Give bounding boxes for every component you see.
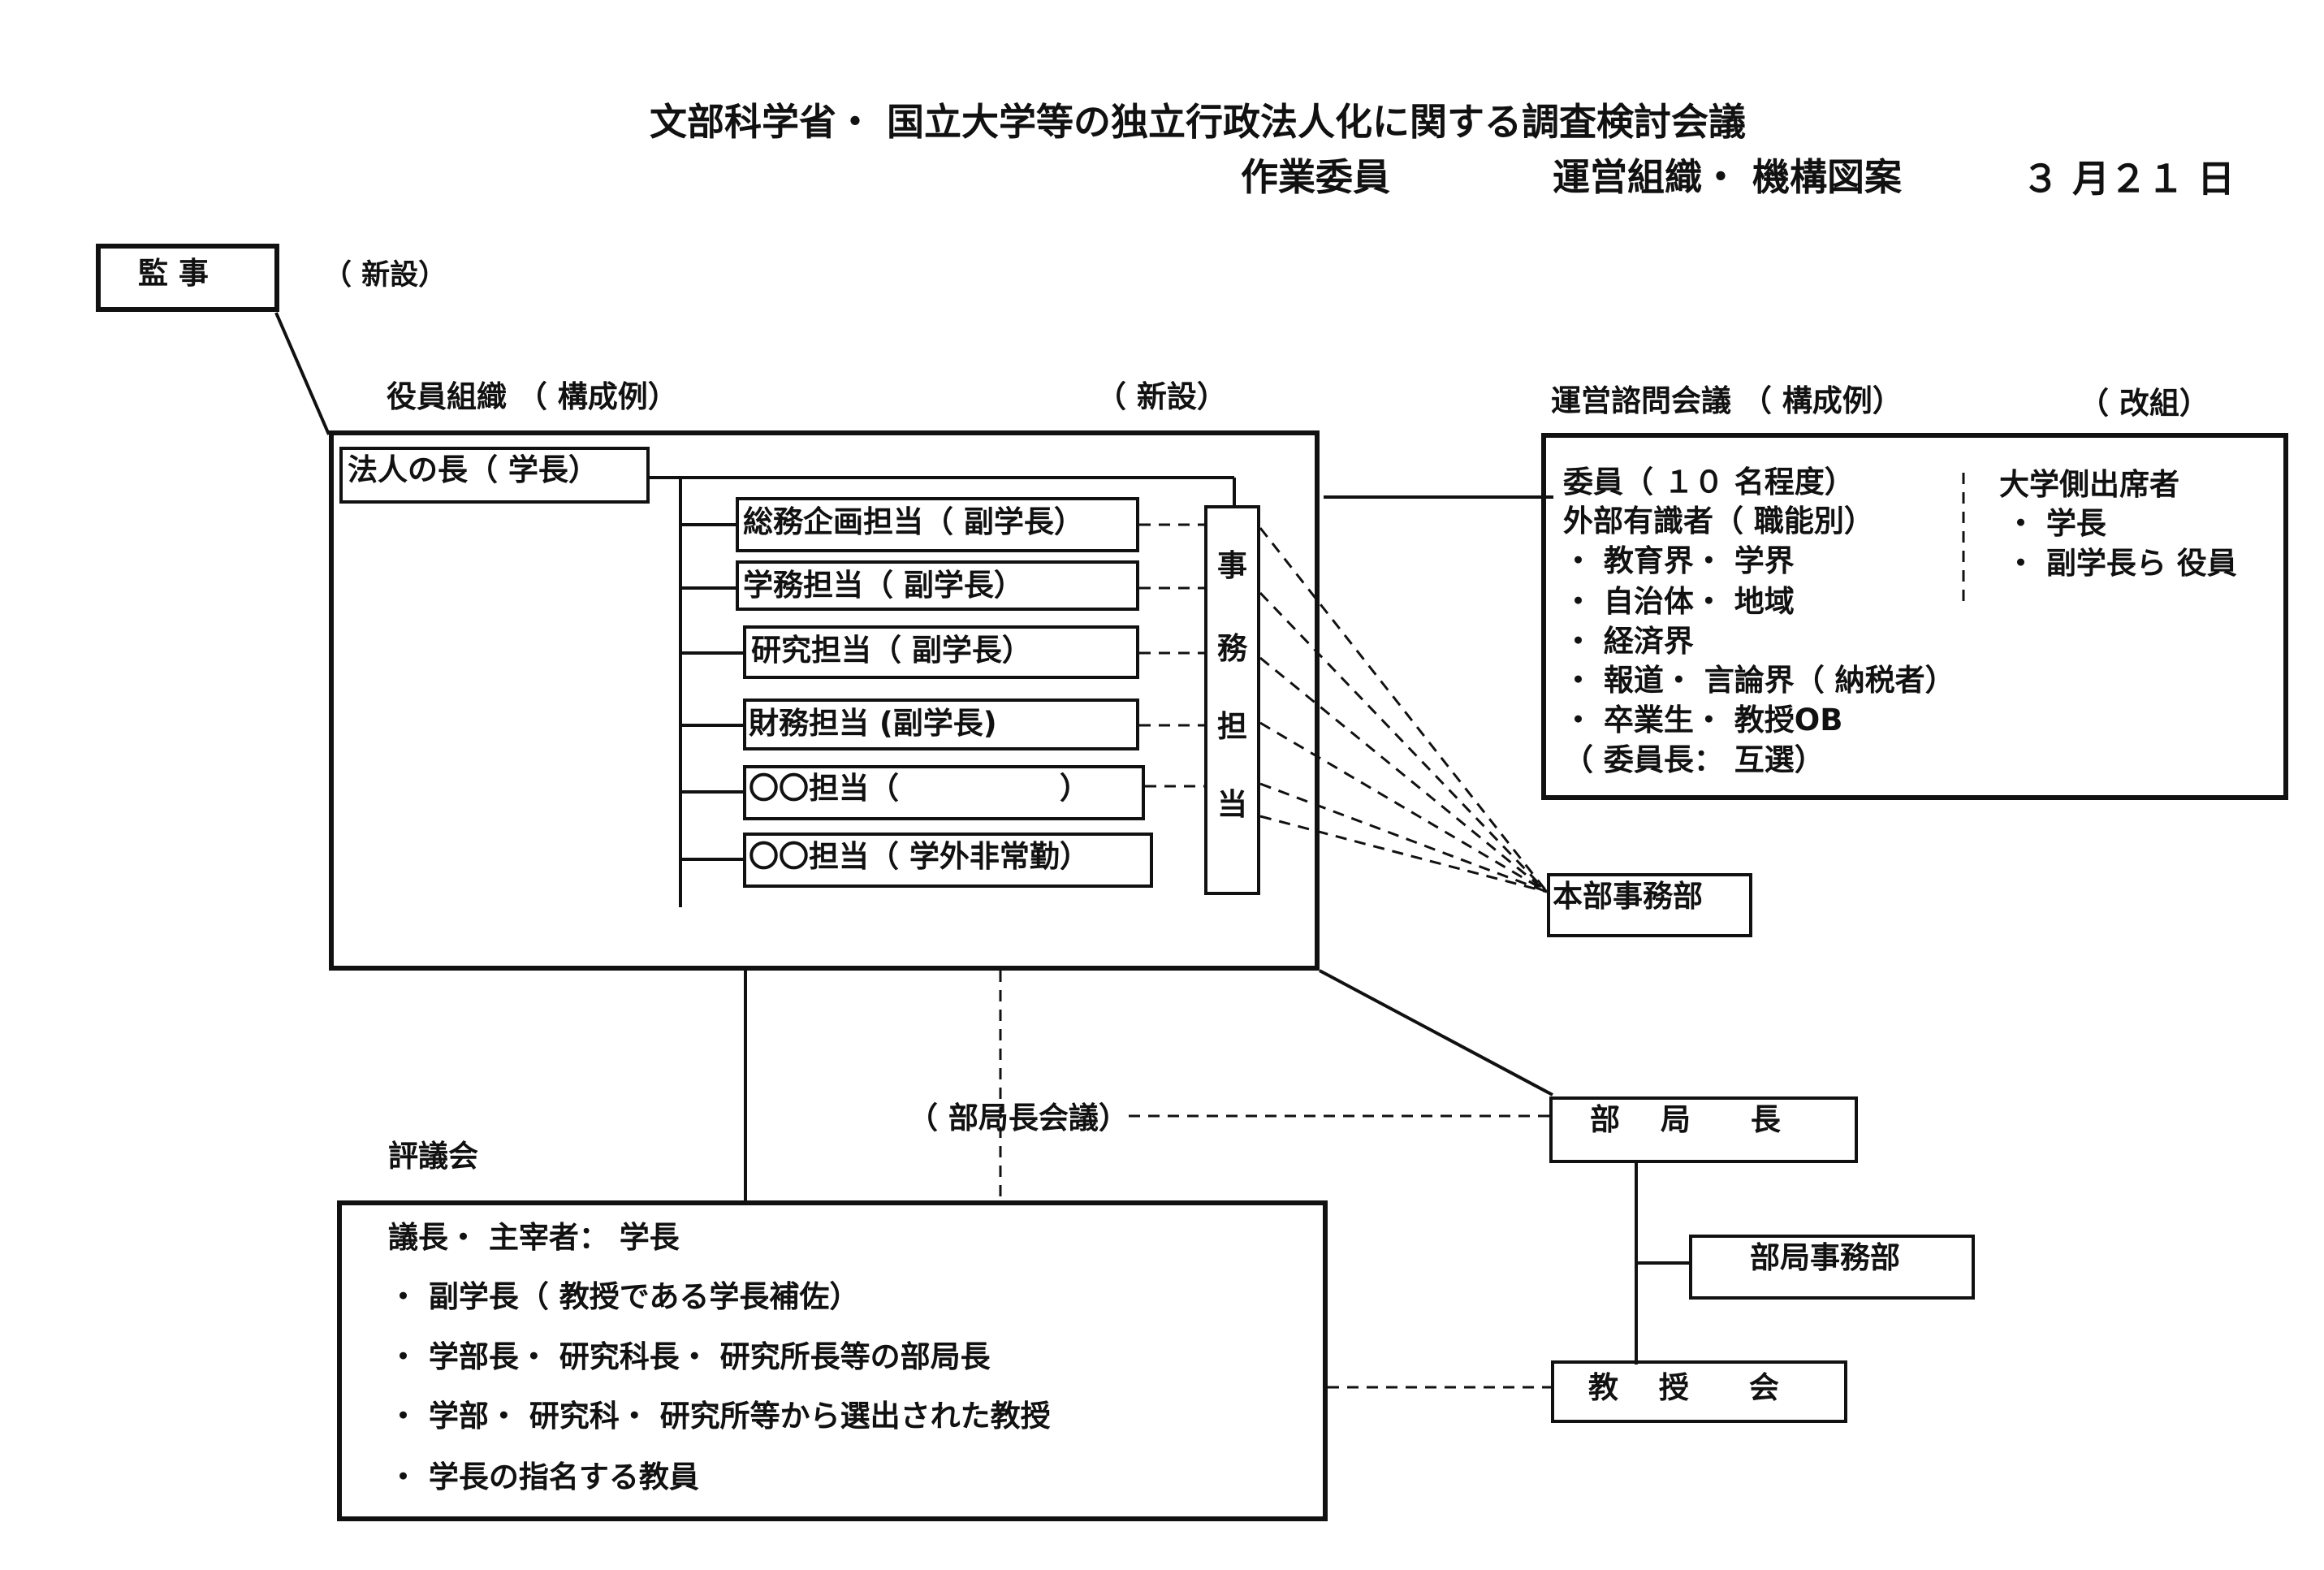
unei-left-line-6: ・ 報道・ 言論界（ 納税者） [1563, 663, 1955, 698]
unei-left-line-2: 外部有識者（ 職能別） [1563, 504, 1874, 538]
kyojukai-box [1551, 1360, 1847, 1423]
unei-title: 運営諮問会議 （ 構成例） [1551, 383, 1903, 418]
bukyokucho-connector [1319, 969, 1553, 1096]
kyojukai-label: 教 授 会 [1588, 1370, 1779, 1405]
role-box-kenkyu [743, 625, 1139, 679]
unei-left-line-8: （ 委員長： 互選） [1563, 742, 1825, 777]
role-label-marumaru-2: 〇〇担当（ 学外非常勤） [749, 839, 1090, 874]
role-label-zaimu: 財務担当 (副学長) [749, 706, 997, 741]
role-box-marumaru-1 [743, 765, 1145, 820]
unei-right-line-2: ・ 学長 [2006, 506, 2106, 541]
kanji-box [96, 244, 279, 312]
honbu-box [1547, 873, 1752, 937]
unei-right-line-3: ・ 副学長ら 役員 [2006, 546, 2237, 581]
head-label: 法人の長（ 学長） [348, 452, 598, 487]
role-box-gakumu [736, 560, 1139, 611]
hyogikai-line-1: 議長・ 主宰者： 学長 [388, 1220, 680, 1255]
unei-left-line-5: ・ 経済界 [1563, 624, 1694, 659]
role-label-marumaru-1: 〇〇担当（ ） [749, 771, 1090, 806]
role-label-gakumu: 学務担当（ 副学長） [743, 568, 1024, 603]
bukyoku-jimubu-box [1689, 1235, 1975, 1300]
role-label-kenkyu: 研究担当（ 副学長） [751, 633, 1032, 668]
bukyokucho-box [1549, 1096, 1858, 1163]
yakuin-note: （ 新設） [1096, 379, 1227, 414]
role-box-zaimu [743, 698, 1139, 750]
unei-left-line-4: ・ 自治体・ 地域 [1563, 584, 1795, 619]
kanji-note: （ 新設） [323, 259, 447, 292]
head-box [339, 447, 650, 504]
role-box-marumaru-2 [743, 833, 1153, 888]
unei-note: （ 改組） [2079, 386, 2210, 421]
subtitle-diagram: 運営組織・ 機構図案 [1553, 155, 1903, 199]
unei-left-line-1: 委員（ １０ 名程度） [1563, 465, 1855, 500]
honbu-label: 本部事務部 [1553, 879, 1703, 914]
jimu-char-4: 当 [1217, 787, 1247, 822]
jimu-char-3: 担 [1217, 709, 1247, 744]
hyogikai-box [337, 1200, 1328, 1521]
unei-left-line-3: ・ 教育界・ 学界 [1563, 543, 1795, 578]
hyogikai-line-5: ・ 学長の指名する教員 [388, 1460, 699, 1494]
hyogikai-line-4: ・ 学部・ 研究科・ 研究所等から選出された教授 [388, 1399, 1051, 1434]
hyogikai-line-3: ・ 学部長・ 研究科長・ 研究所長等の部局長 [388, 1339, 991, 1374]
bukyoku-jimubu-label: 部局事務部 [1750, 1240, 1900, 1275]
hyogikai-line-2: ・ 副学長（ 教授である学長補佐） [388, 1279, 860, 1314]
unei-box [1541, 433, 2288, 800]
kanji-label: 監 事 [138, 256, 209, 291]
yakuin-title: 役員組織 （ 構成例） [387, 379, 678, 414]
page-title: 文部科学省・ 国立大学等の独立行政法人化に関する調査検討会議 [650, 100, 1747, 144]
unei-right-line-1: 大学側出席者 [1999, 467, 2179, 502]
subtitle-committee: 作業委員 [1241, 155, 1390, 199]
bukyokucho-kaigi-label: （ 部局長会議） [908, 1101, 1129, 1135]
yakuin-box [329, 430, 1320, 971]
date: ３ 月２１ 日 [2022, 157, 2235, 201]
kansa-connector [274, 312, 330, 435]
unei-left-line-7: ・ 卒業生・ 教授OB [1563, 703, 1843, 737]
bukyokucho-label: 部 局 長 [1590, 1102, 1781, 1137]
jimu-box [1204, 505, 1260, 895]
role-box-soumu [736, 497, 1139, 552]
role-label-soumu: 総務企画担当（ 副学長） [743, 504, 1084, 539]
jimu-char-2: 務 [1217, 631, 1247, 666]
jimu-char-1: 事 [1217, 548, 1247, 583]
hyogikai-title: 評議会 [388, 1139, 478, 1174]
